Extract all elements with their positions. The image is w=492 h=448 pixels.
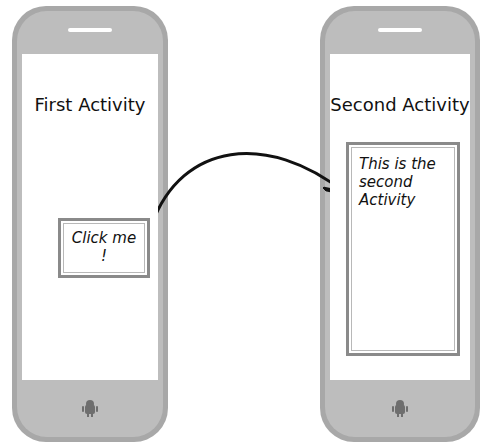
screen-title: First Activity xyxy=(22,94,158,115)
button-box: Click me ! xyxy=(58,218,150,278)
activity-screen: First ActivityClick me ! xyxy=(22,54,158,380)
button-label: Click me ! xyxy=(69,229,139,265)
navigation-arrow xyxy=(152,154,344,224)
phone-right xyxy=(320,6,480,442)
content-text: This is the second Activity xyxy=(359,155,447,209)
content-box: This is the second Activity xyxy=(346,142,460,356)
activity-screen: Second ActivityThis is the second Activi… xyxy=(330,54,470,380)
screen-title: Second Activity xyxy=(330,94,470,115)
phone-left xyxy=(12,6,168,442)
